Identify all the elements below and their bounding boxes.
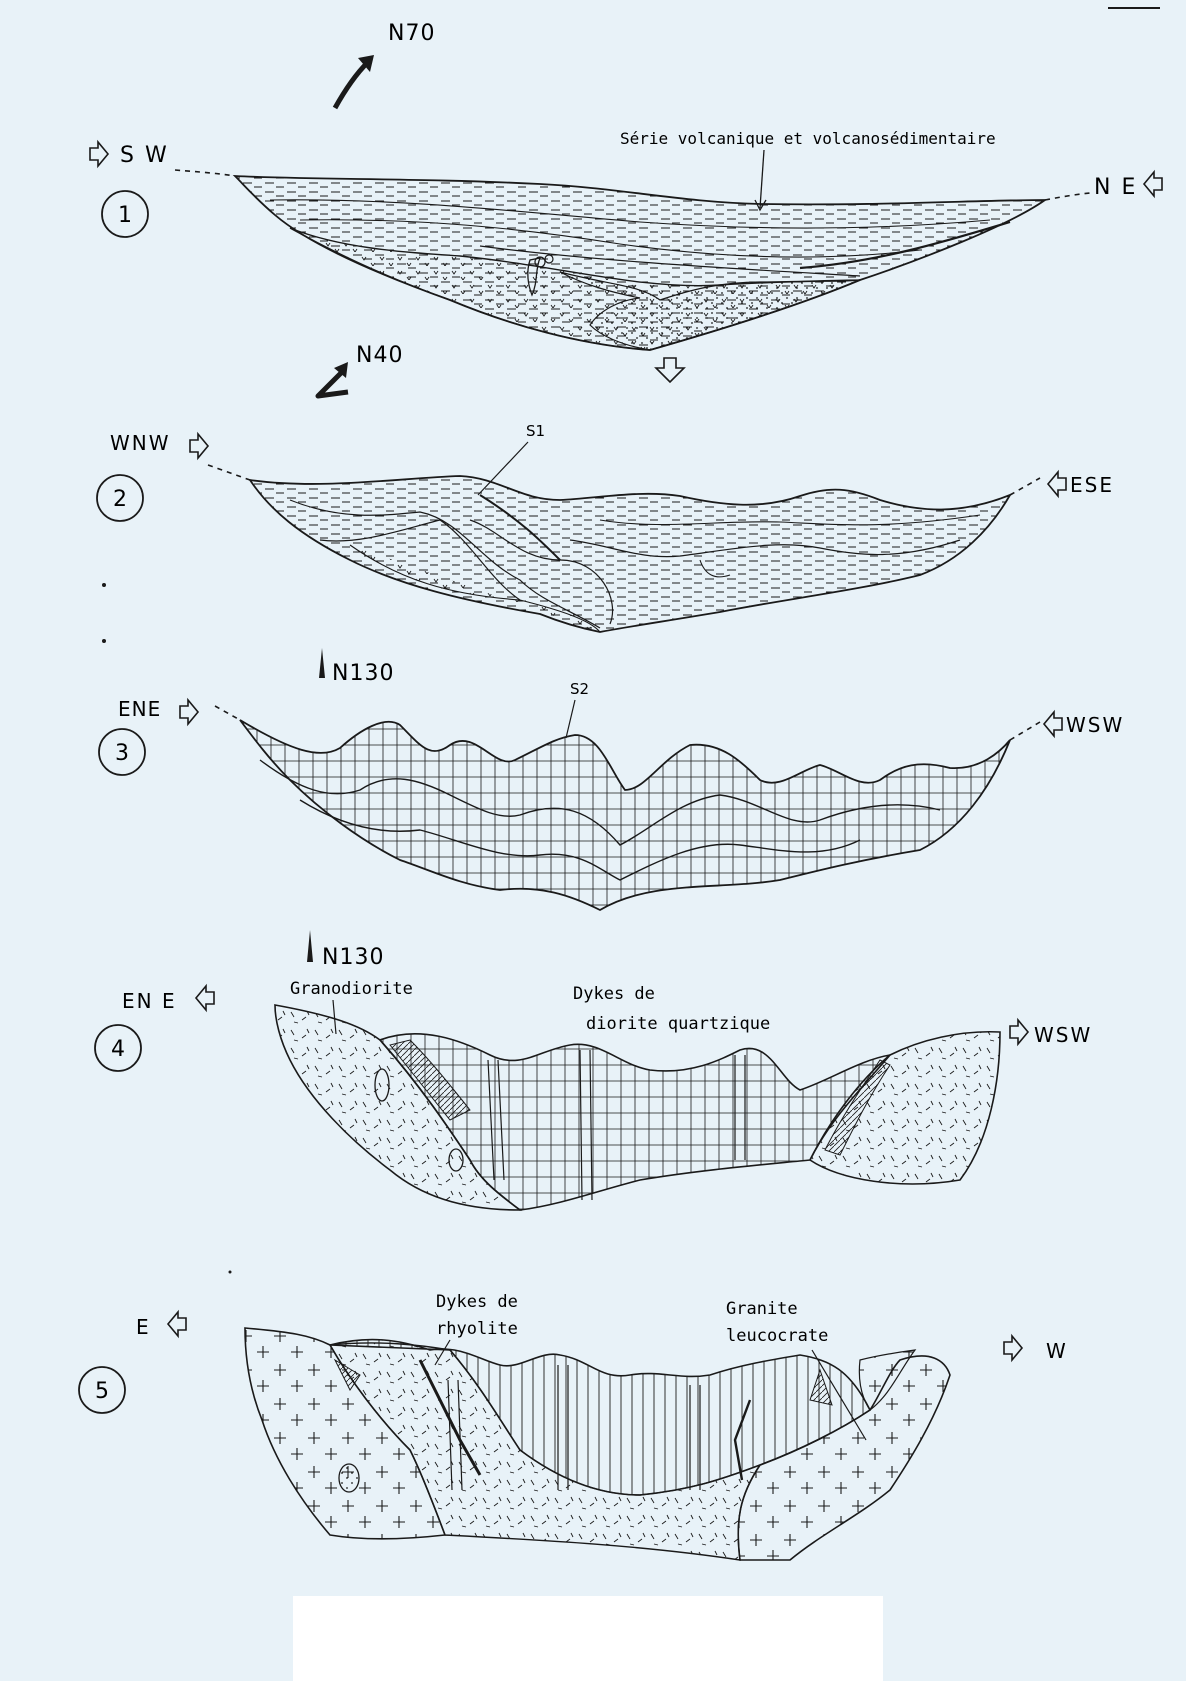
section-number: 1 [118, 203, 132, 228]
right-direction-arrow-icon [1044, 712, 1062, 736]
dykes-label-line1: Dykes de [573, 984, 655, 1004]
north-arrow-icon [319, 648, 325, 678]
section-number: 4 [111, 1037, 125, 1062]
section-number-badge: 1 [102, 191, 148, 237]
intrusion-cross-section [275, 1005, 1000, 1210]
crenulated-cross-section [215, 706, 1040, 910]
blank-label-box [293, 1596, 883, 1681]
granite-label-line2: leucocrate [726, 1326, 828, 1346]
section-5: 5 E W Dykes de rhyolite Granite leucocra… [79, 1292, 1066, 1560]
downward-arrow-icon [656, 358, 684, 382]
basin-cross-section [175, 170, 1090, 350]
right-direction-arrow-icon [1144, 172, 1162, 196]
north-arrow-icon [335, 55, 374, 108]
right-direction-arrow-icon [1048, 472, 1066, 496]
north-arrow-icon [318, 362, 348, 396]
left-direction-label: WNW [110, 431, 171, 455]
s2-label: S2 [570, 680, 589, 698]
right-direction-arrow-icon [1010, 1020, 1028, 1044]
left-direction-label: S W [120, 143, 169, 168]
section-4: N130 4 EN E WSW Granodiorite Dykes de di… [95, 930, 1092, 1210]
leader-line [566, 700, 575, 738]
left-direction-arrow-icon [190, 434, 208, 458]
orientation-label: N130 [322, 945, 384, 970]
left-direction-label: E [136, 1315, 149, 1339]
left-direction-arrow-icon [180, 700, 198, 724]
left-direction-label: EN E [122, 989, 177, 1013]
section-number: 3 [115, 741, 129, 766]
right-direction-arrow-icon [1004, 1336, 1022, 1360]
section-number-badge: 3 [99, 729, 145, 775]
volcanic-series-label: Série volcanique et volcanosédimentaire [620, 129, 996, 148]
section-number: 5 [95, 1379, 109, 1404]
section-3: N130 3 ENE WSW S2 [99, 648, 1124, 910]
right-direction-label: ESE [1070, 473, 1114, 497]
s1-label: S1 [526, 422, 545, 440]
section-number-badge: 5 [79, 1367, 125, 1413]
orientation-label: N40 [356, 343, 403, 368]
section-2: N40 2 WNW ESE S1 [97, 343, 1114, 632]
section-number-badge: 4 [95, 1025, 141, 1071]
rhyolite-label-line1: Dykes de [436, 1292, 518, 1312]
section-number-badge: 2 [97, 475, 143, 521]
orientation-label: N130 [332, 661, 394, 686]
folded-cross-section [208, 465, 1040, 632]
left-direction-label: ENE [118, 697, 161, 721]
orientation-label: N70 [388, 21, 435, 46]
section-1: N70 1 S W N E Série volcanique et volcan… [90, 21, 1162, 382]
left-direction-arrow-icon [196, 986, 214, 1010]
rhyolite-label-line2: rhyolite [436, 1319, 518, 1339]
left-direction-arrow-icon [168, 1312, 186, 1336]
right-direction-label: N E [1094, 175, 1137, 200]
section-number: 2 [113, 487, 127, 512]
dykes-label-line2: diorite quartzique [586, 1014, 770, 1034]
right-direction-label: WSW [1034, 1023, 1092, 1047]
granodiorite-label: Granodiorite [290, 979, 413, 999]
leader-line [760, 150, 764, 208]
north-arrow-icon [307, 930, 313, 962]
left-direction-arrow-icon [90, 142, 108, 166]
right-direction-label: WSW [1066, 713, 1124, 737]
granite-intrusion-cross-section [245, 1328, 950, 1560]
granite-label-line1: Granite [726, 1299, 798, 1319]
right-direction-label: W [1046, 1339, 1066, 1363]
